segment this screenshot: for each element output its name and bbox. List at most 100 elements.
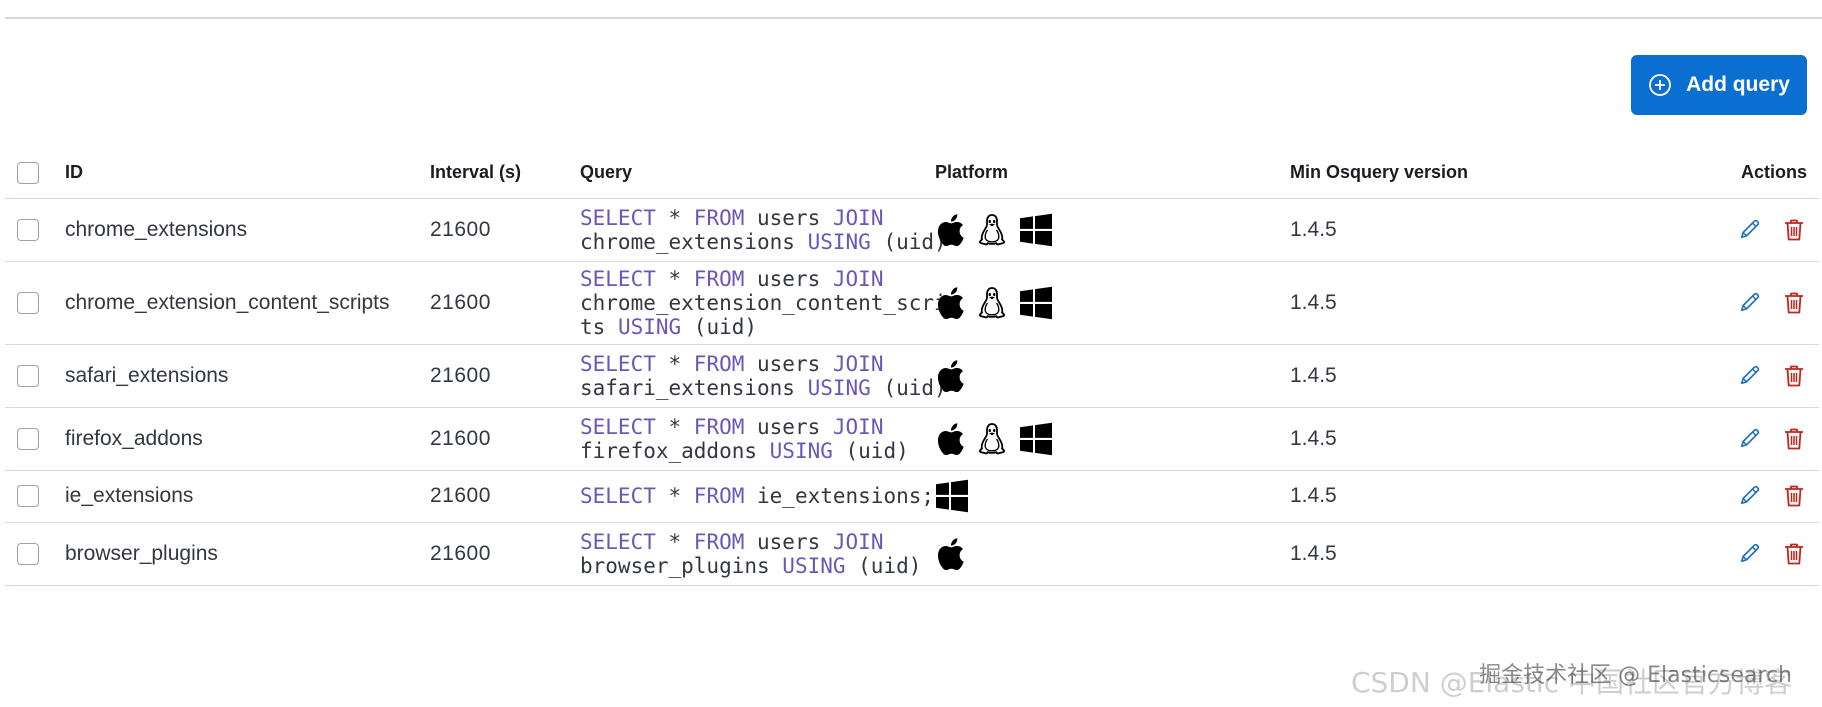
query-platforms [935,198,1290,261]
add-query-label: Add query [1686,73,1790,96]
row-select-checkbox[interactable] [17,485,39,507]
sql-keyword: SELECT [580,529,656,554]
sql-keyword: USING [617,314,682,339]
query-sql-line: SELECT * FROM users JOIN [580,530,915,554]
query-interval: 21600 [430,484,491,507]
row-actions [1680,407,1819,470]
apple-icon [937,359,964,392]
row-actions [1680,198,1819,261]
sql-text: users [744,414,833,439]
sql-text: * [655,266,694,291]
column-header-actions: Actions [1680,148,1819,199]
query-interval: 21600 [430,541,491,565]
query-id: chrome_extension_content_scripts [65,290,390,314]
sql-text: (uid) [845,553,922,578]
query-sql-line: chrome_extension_content_scrip [580,291,959,315]
edit-pencil-icon[interactable] [1739,291,1761,313]
column-header-id[interactable]: ID [65,148,430,199]
apple-icon [937,286,964,319]
sql-text: ts [580,314,618,339]
query-sql-line: SELECT * FROM users JOIN [580,267,915,291]
query-sql-line: ts USING (uid) [580,315,915,339]
query-sql-line: safari_extensions USING (uid) [580,376,947,400]
query-id: chrome_extensions [65,217,248,241]
sql-text: * [655,414,694,439]
delete-trash-icon[interactable] [1783,484,1805,508]
windows-icon [936,479,968,513]
sql-keyword: JOIN [832,205,884,230]
sql-text: * [655,351,694,376]
edit-pencil-icon[interactable] [1739,427,1761,449]
sql-text: chrome_extensions [580,229,808,254]
row-select-checkbox[interactable] [17,427,39,450]
query-min-version: 1.4.5 [1290,217,1337,241]
sql-text: * [655,484,694,508]
edit-pencil-icon[interactable] [1739,484,1761,506]
query-sql-line: SELECT * FROM ie_extensions; [580,484,934,508]
apple-icon [937,213,964,246]
watermark-secondary: 掘金技术社区 @ Elasticsearch [1479,663,1792,688]
windows-icon [1020,213,1052,246]
query-sql-line: chrome_extensions USING (uid) [580,229,947,254]
edit-pencil-icon[interactable] [1739,218,1761,240]
query-platforms [935,344,1290,407]
sql-text: (uid) [870,375,947,400]
queries-table: ID Interval (s) Query Platform Min Osque… [5,148,1819,586]
sql-keyword: SELECT [580,266,656,291]
edit-pencil-icon[interactable] [1739,364,1761,386]
row-select-checkbox[interactable] [17,218,39,241]
sql-keyword: SELECT [580,414,656,439]
add-query-button[interactable]: Add query [1631,55,1807,115]
delete-trash-icon[interactable] [1783,291,1805,315]
query-id: firefox_addons [65,426,203,450]
delete-trash-icon[interactable] [1783,542,1805,566]
windows-icon [1020,422,1052,455]
row-select-checkbox[interactable] [17,364,39,387]
top-divider [5,17,1822,19]
query-sql-line: firefox_addons USING (uid) [580,439,915,463]
select-all-checkbox[interactable] [17,161,39,184]
sql-keyword: FROM [693,484,745,508]
query-sql-line: SELECT * FROM users JOIN [580,352,915,376]
row-select-checkbox[interactable] [17,542,39,565]
windows-icon [1020,286,1052,319]
column-header-query[interactable]: Query [580,148,935,199]
query-min-version: 1.4.5 [1290,426,1337,450]
delete-trash-icon[interactable] [1783,427,1805,451]
sql-keyword: USING [769,438,833,463]
row-select-checkbox[interactable] [17,291,39,314]
query-platforms [935,522,1290,585]
column-header-interval[interactable]: Interval (s) [430,148,580,199]
sql-text: (uid) [832,438,909,463]
column-header-platform[interactable]: Platform [935,148,1290,199]
query-interval: 21600 [430,217,491,241]
sql-text: users [744,351,833,376]
sql-keyword: SELECT [580,484,656,508]
sql-keyword: USING [782,553,846,578]
sql-keyword: FROM [693,414,745,439]
delete-trash-icon[interactable] [1783,218,1805,242]
row-actions [1680,344,1819,407]
linux-icon [978,422,1006,454]
row-actions [1680,522,1819,585]
query-id: safari_extensions [65,363,229,387]
row-actions [1680,261,1819,344]
column-header-version[interactable]: Min Osquery version [1290,148,1680,199]
sql-keyword: FROM [693,205,745,230]
table-row: safari_extensions 21600 SELECT * FROM user… [5,344,1819,407]
sql-text: users [744,205,833,230]
sql-keyword: JOIN [832,266,884,291]
table-row: chrome_extensions 21600 SELECT * FROM user… [5,198,1819,261]
sql-text: * [655,529,694,554]
delete-trash-icon[interactable] [1783,364,1805,388]
query-interval: 21600 [430,363,491,387]
edit-pencil-icon[interactable] [1739,542,1761,564]
